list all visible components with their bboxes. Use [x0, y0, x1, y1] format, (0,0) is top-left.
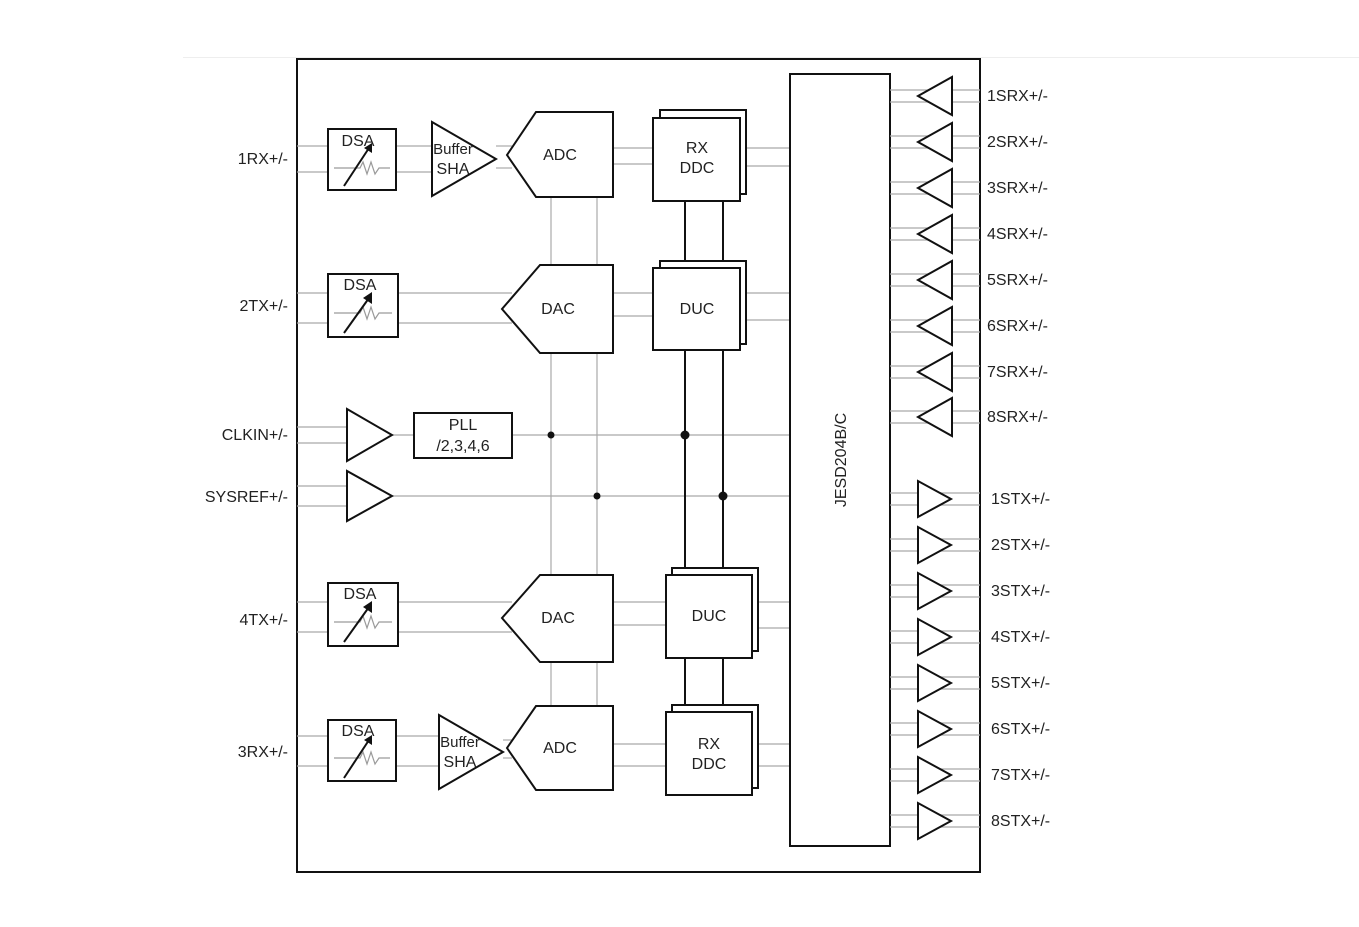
rx-label: RX: [698, 736, 721, 753]
srx-label: 2SRX+/-: [987, 134, 1048, 151]
dsa-block-1rx: DSA: [327, 128, 397, 191]
dac-block-1: DAC: [500, 264, 614, 354]
srx-label: 4SRX+/-: [987, 226, 1048, 243]
buffer-sha-1rx: Buffer SHA: [431, 120, 498, 198]
srx-label: 6SRX+/-: [987, 318, 1048, 335]
input-label-sysref: SYSREF+/-: [205, 489, 288, 506]
stx-buffer-4: 4STX+/-: [890, 617, 1050, 657]
srx-buffer-8: 8SRX+/-: [890, 396, 1048, 438]
stx-buffers: 1STX+/- 2STX+/- 3STX+/- 4STX+/- 5STX+/- 6STX+…: [890, 479, 1050, 841]
stx-buffer-6: 6STX+/-: [890, 709, 1050, 749]
stx-label: 6STX+/-: [991, 721, 1050, 738]
stx-buffer-2: 2STX+/-: [890, 525, 1050, 565]
buffer-label: Buffer: [433, 141, 473, 158]
clkin-buffer: [346, 407, 394, 463]
srx-buffer-5: 5SRX+/-: [890, 259, 1048, 301]
input-label-3rx: 3RX+/-: [238, 744, 288, 761]
stx-label: 1STX+/-: [991, 491, 1050, 508]
input-label-clkin: CLKIN+/-: [222, 427, 288, 444]
duc-block-1: DUC: [652, 260, 747, 351]
stx-label: 5STX+/-: [991, 675, 1050, 692]
rx-ddc-block-1: RX DDC: [652, 109, 747, 202]
dsa-block-2tx: DSA: [327, 273, 399, 338]
stx-label: 8STX+/-: [991, 813, 1050, 830]
stx-label: 2STX+/-: [991, 537, 1050, 554]
dsa-block-4tx: DSA: [327, 582, 399, 647]
srx-label: 8SRX+/-: [987, 409, 1048, 426]
srx-buffer-3: 3SRX+/-: [890, 167, 1048, 209]
input-label-4tx: 4TX+/-: [240, 612, 288, 629]
jesd-block: JESD204B/C: [789, 73, 891, 847]
buffer-label: Buffer: [440, 734, 480, 751]
adc-label: ADC: [543, 147, 577, 164]
adc-label: ADC: [543, 740, 577, 757]
dac-label: DAC: [541, 610, 575, 627]
stx-label: 4STX+/-: [991, 629, 1050, 646]
dsa-block-3rx: DSA: [327, 719, 397, 782]
srx-label: 1SRX+/-: [987, 88, 1048, 105]
srx-buffer-7: 7SRX+/-: [890, 351, 1048, 393]
ddc-label: DDC: [692, 756, 727, 773]
srx-buffer-6: 6SRX+/-: [890, 305, 1048, 347]
pll-divider-label: /2,3,4,6: [436, 438, 489, 455]
pll-label: PLL: [449, 417, 478, 434]
srx-buffer-4: 4SRX+/-: [890, 213, 1048, 255]
sha-label: SHA: [444, 754, 477, 771]
stx-label: 3STX+/-: [991, 583, 1050, 600]
input-labels: 1RX+/- 2TX+/- CLKIN+/- SYSREF+/- 4TX+/- …: [205, 151, 288, 761]
duc-label: DUC: [680, 301, 715, 318]
rx-ddc-block-2: RX DDC: [665, 704, 759, 796]
srx-buffer-2: 2SRX+/-: [890, 121, 1048, 163]
srx-buffer-1: 1SRX+/-: [890, 75, 1048, 117]
stx-buffer-1: 1STX+/-: [890, 479, 1050, 519]
jesd-label: JESD204B/C: [833, 413, 850, 507]
srx-label: 5SRX+/-: [987, 272, 1048, 289]
dsa-label: DSA: [342, 723, 375, 740]
input-label-2tx: 2TX+/-: [240, 298, 288, 315]
adc-block-2: ADC: [505, 705, 614, 791]
srx-label: 3SRX+/-: [987, 180, 1048, 197]
dsa-label: DSA: [342, 133, 375, 150]
ddc-duc-bus: [684, 200, 724, 712]
stx-label: 7STX+/-: [991, 767, 1050, 784]
stx-buffer-8: 8STX+/-: [890, 801, 1050, 841]
sha-label: SHA: [437, 161, 470, 178]
ddc-label: DDC: [680, 160, 715, 177]
stx-buffer-7: 7STX+/-: [890, 755, 1050, 795]
dac-block-2: DAC: [500, 574, 614, 663]
adc-block-1: ADC: [505, 111, 614, 198]
dsa-label: DSA: [344, 586, 377, 603]
input-label-1rx: 1RX+/-: [238, 151, 288, 168]
duc-label: DUC: [692, 608, 727, 625]
dac-label: DAC: [541, 301, 575, 318]
duc-block-2: DUC: [665, 567, 759, 659]
srx-label: 7SRX+/-: [987, 364, 1048, 381]
pll-block: PLL /2,3,4,6: [413, 412, 513, 459]
stx-buffer-5: 5STX+/-: [890, 663, 1050, 703]
rx-label: RX: [686, 140, 709, 157]
sysref-buffer: [346, 469, 395, 523]
srx-buffers: 1SRX+/- 2SRX+/- 3SRX+/- 4SRX+/- 5SRX+/- 6SRX+…: [890, 75, 1048, 438]
stx-buffer-3: 3STX+/-: [890, 571, 1050, 611]
junction-dots: [547, 430, 728, 501]
dsa-label: DSA: [344, 277, 377, 294]
buffer-sha-3rx: Buffer SHA: [438, 713, 505, 791]
